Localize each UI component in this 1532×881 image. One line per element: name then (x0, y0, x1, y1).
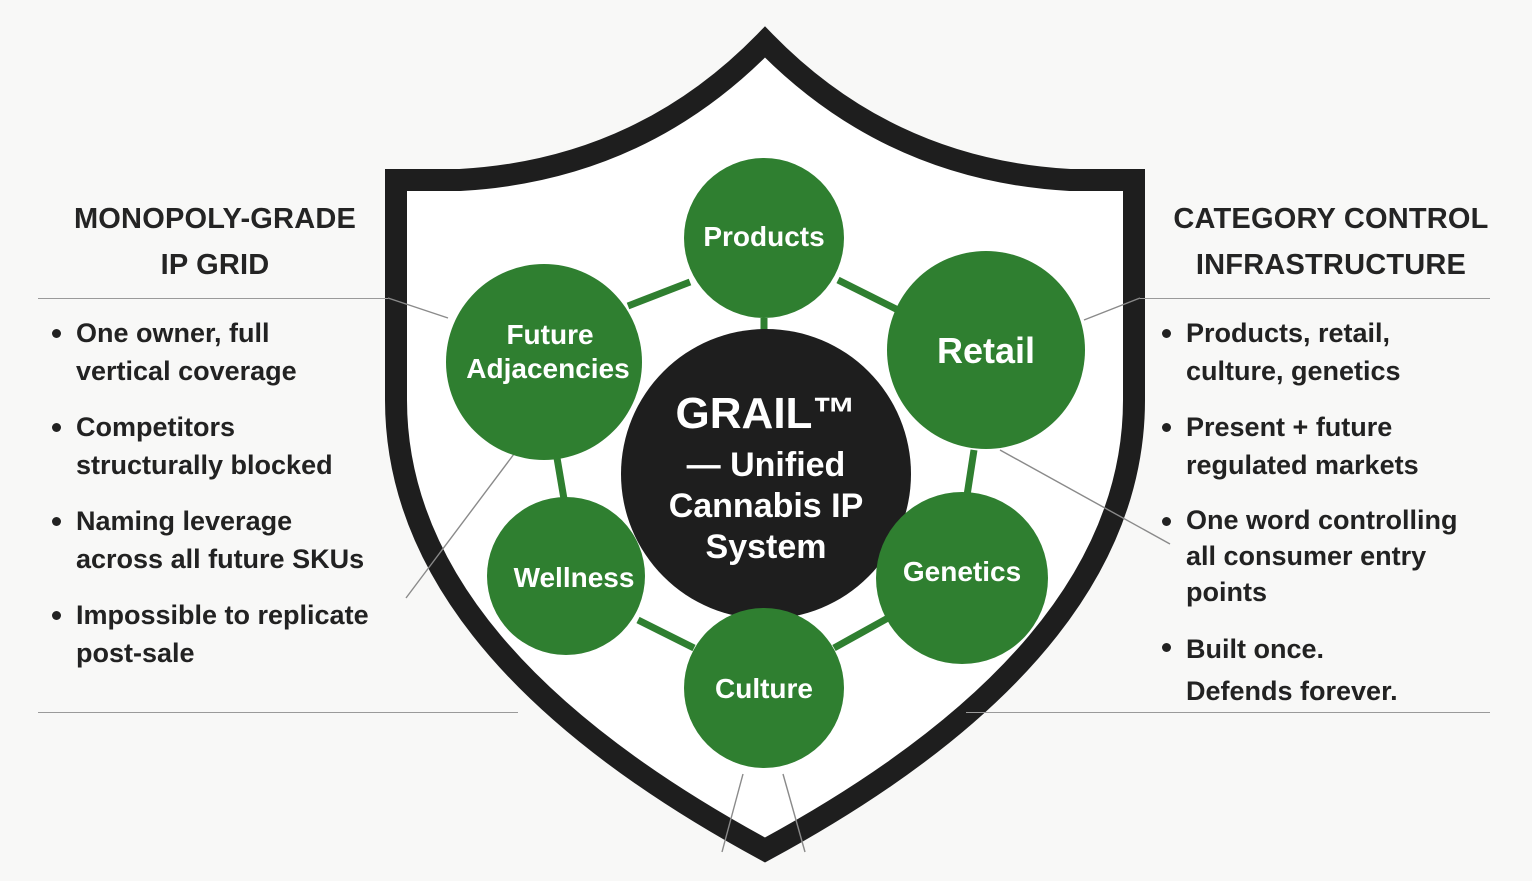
leader-bottom-left (721, 773, 744, 853)
left-panel-title: MONOPOLY-GRADE IP GRID (30, 196, 400, 288)
hub-label-line1: GRAIL™ (676, 389, 857, 438)
leader-right-title (1083, 297, 1141, 321)
node-future-label-line2: Adjacencies (466, 353, 629, 384)
node-retail-label: Retail (937, 330, 1035, 371)
connector-culture-wellness (636, 616, 696, 652)
right-title-line1: CATEGORY CONTROL (1173, 203, 1489, 235)
node-culture-label: Culture (715, 673, 813, 704)
right-bottom-divider (966, 712, 1490, 713)
leader-bottom-right (782, 773, 806, 853)
connector-wellness-future (552, 451, 569, 506)
right-panel-title: CATEGORY CONTROL INFRASTRUCTURE (1150, 196, 1512, 288)
node-retail[interactable]: Retail (887, 251, 1085, 449)
left-top-divider (38, 298, 388, 299)
left-title-line1: MONOPOLY-GRADE (73, 203, 357, 235)
connector-genetics-culture (832, 614, 890, 652)
node-products-label: Products (703, 221, 824, 252)
node-future-adjacencies[interactable]: Future Adjacencies (446, 264, 642, 460)
node-future-label-line1: Future (506, 319, 593, 350)
connector-future-products (626, 278, 692, 310)
right-panel: CATEGORY CONTROL INFRASTRUCTURE (1150, 196, 1512, 288)
leader-left-title (387, 297, 449, 319)
right-bullet-item: Products, retail,culture, genetics (1150, 314, 1520, 390)
node-culture[interactable]: Culture (684, 608, 844, 768)
node-genetics[interactable]: Genetics (876, 492, 1048, 664)
left-title-line2: IP GRID (160, 249, 270, 281)
hub-label-line2: — Unified (687, 446, 846, 484)
hub-circle[interactable] (621, 329, 911, 619)
right-bullet-list: Products, retail,culture, genetics Prese… (1150, 314, 1520, 730)
node-genetics-label: Genetics (903, 556, 1021, 587)
leader-right-bullets (999, 449, 1171, 545)
right-top-divider (1140, 298, 1490, 299)
node-wellness-label: Wellness (514, 562, 635, 593)
right-title-line2: INFRASTRUCTURE (1195, 249, 1467, 281)
leader-lines (387, 297, 1171, 853)
node-products[interactable]: Products (684, 158, 844, 318)
left-panel: MONOPOLY-GRADE IP GRID (30, 196, 400, 288)
leader-left-bullets (405, 445, 521, 599)
connector-products-retail (836, 276, 900, 314)
node-wellness[interactable]: Wellness (487, 497, 645, 655)
hub-label-line3: Cannabis IP (669, 487, 864, 525)
left-bottom-divider (38, 712, 518, 713)
right-bullet-item: Built once.Defends forever. (1150, 628, 1520, 712)
hub-label-line4: System (706, 528, 827, 566)
